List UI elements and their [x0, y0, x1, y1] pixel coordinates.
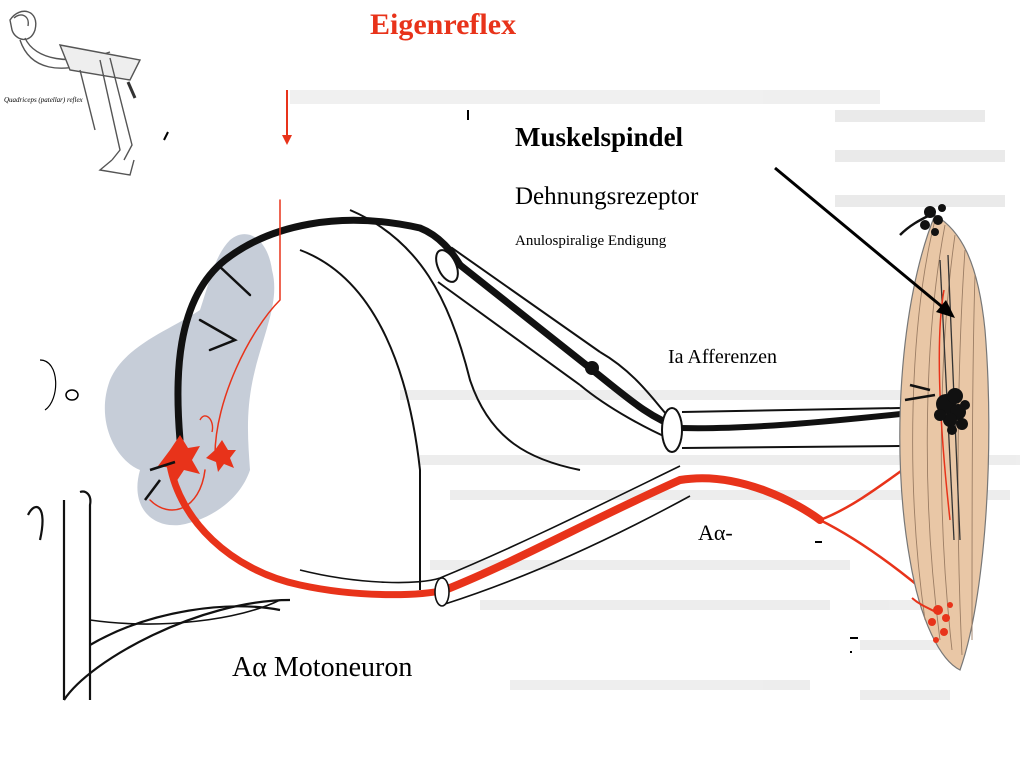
- muscle: [899, 214, 990, 671]
- central-canal: [65, 389, 79, 401]
- nerve-sheath: [299, 209, 901, 590]
- anulospiral-ending: [904, 383, 970, 435]
- motor-end-plate: [911, 597, 953, 643]
- label-dehnungsrezeptor: Dehnungsrezeptor: [515, 183, 699, 210]
- label-muskelspindel: Muskelspindel: [515, 122, 684, 152]
- label-a-alpha: Aα-: [698, 520, 733, 545]
- patellar-reflex-inset: [9, 10, 142, 176]
- inset-caption: Quadriceps (patellar) reflex: [4, 96, 83, 104]
- ganglion-node: [585, 361, 599, 375]
- label-anulospiralige-endigung: Anulospiralige Endigung: [515, 233, 667, 249]
- label-ia-afferenzen: Ia Afferenzen: [668, 346, 778, 368]
- background-scan-text: [290, 90, 1020, 700]
- page-title: Eigenreflex: [370, 8, 517, 41]
- descending-pathways: [163, 90, 469, 145]
- tick-marks: [815, 541, 858, 653]
- label-motoneuron: Aα Motoneuron: [232, 652, 413, 683]
- spinal-cord-gray-matter: [104, 234, 275, 526]
- ventral-root-loops: [27, 490, 291, 701]
- alpha-motoneuron-soma: [144, 415, 236, 501]
- upper-nerve-ending: [899, 204, 946, 236]
- spinal-outline: [39, 359, 57, 411]
- spindle-pointer-arrow: [774, 166, 955, 318]
- ia-afferent-fiber: [174, 216, 943, 444]
